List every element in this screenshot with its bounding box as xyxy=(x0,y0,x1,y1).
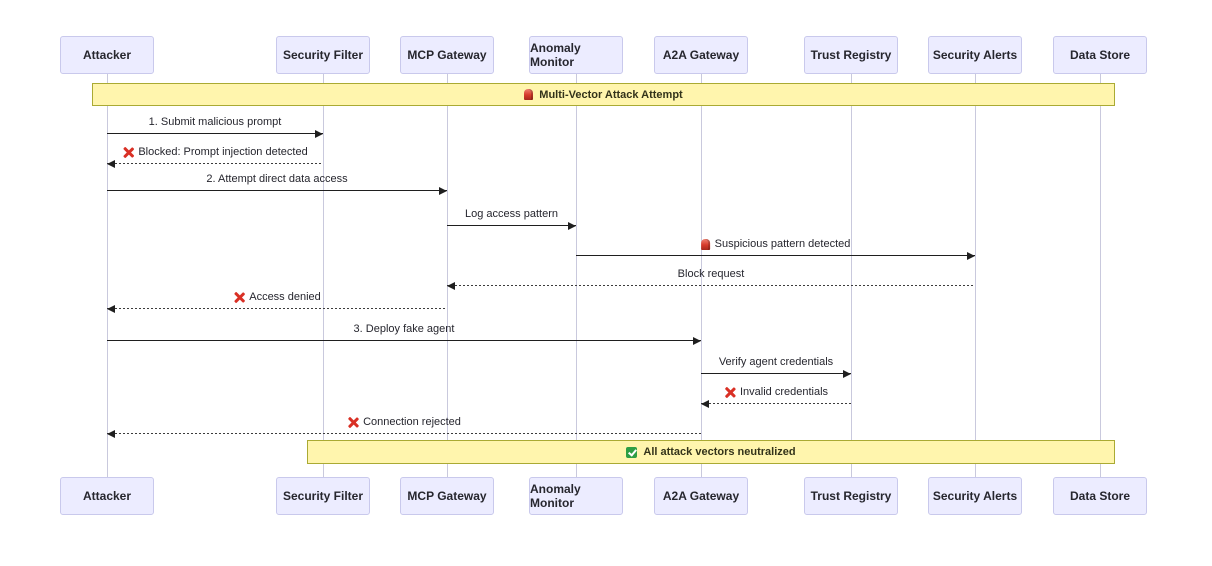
actor-bottom-mcp-gateway: MCP Gateway xyxy=(400,477,494,515)
label-text: Block request xyxy=(677,268,745,280)
lifeline-mcp-gateway xyxy=(446,74,448,477)
actor-top-data-store: Data Store xyxy=(1053,36,1147,74)
message-arrow-7 xyxy=(107,340,701,341)
actor-top-mcp-gateway: MCP Gateway xyxy=(400,36,494,74)
message-label-2: 2. Attempt direct data access xyxy=(206,173,347,186)
message-arrowhead-3 xyxy=(568,221,576,230)
label-text: Security Alerts xyxy=(932,489,1018,503)
lifeline-data-store xyxy=(1099,74,1101,477)
actor-top-trust-registry: Trust Registry xyxy=(804,36,898,74)
lifeline-attacker xyxy=(106,74,108,477)
label-text: Verify agent credentials xyxy=(718,356,834,368)
note-banner-0: Multi-Vector Attack Attempt xyxy=(92,83,1115,106)
actor-bottom-trust-registry: Trust Registry xyxy=(804,477,898,515)
label-text: Trust Registry xyxy=(810,489,892,503)
note-banner-1: All attack vectors neutralized xyxy=(307,440,1115,464)
siren-icon xyxy=(700,239,710,250)
message-arrow-0 xyxy=(107,133,323,134)
actor-top-attacker: Attacker xyxy=(60,36,154,74)
lifeline-trust-registry xyxy=(850,74,852,477)
message-arrowhead-5 xyxy=(447,281,455,290)
message-arrowhead-6 xyxy=(107,304,115,313)
actor-top-anomaly-monitor: Anomaly Monitor xyxy=(529,36,623,74)
actor-bottom-security-alerts: Security Alerts xyxy=(928,477,1022,515)
actor-bottom-data-store: Data Store xyxy=(1053,477,1147,515)
label-text: Security Filter xyxy=(282,48,364,62)
label-text: Anomaly Monitor xyxy=(530,482,581,510)
message-arrowhead-2 xyxy=(439,186,447,195)
message-label-6: Access denied xyxy=(233,291,321,304)
label-text: Connection rejected xyxy=(363,416,461,428)
label-text: Attacker xyxy=(82,489,132,503)
label-text: Trust Registry xyxy=(810,48,892,62)
label-text: Anomaly Monitor xyxy=(530,41,581,69)
message-label-4: Suspicious pattern detected xyxy=(700,238,851,251)
label-text: Data Store xyxy=(1069,48,1131,62)
lifeline-anomaly-monitor xyxy=(575,74,577,477)
label-text: MCP Gateway xyxy=(407,48,487,62)
message-label-5: Block request xyxy=(678,268,745,281)
message-arrow-2 xyxy=(107,190,447,191)
message-arrowhead-1 xyxy=(107,159,115,168)
label-text: Blocked: Prompt injection detected xyxy=(138,146,308,158)
actor-top-a2a-gateway: A2A Gateway xyxy=(654,36,748,74)
label-text: 2. Attempt direct data access xyxy=(206,173,348,185)
actor-top-security-filter: Security Filter xyxy=(276,36,370,74)
siren-icon xyxy=(524,89,534,100)
label-text: All attack vectors neutralized xyxy=(643,446,796,458)
lifeline-a2a-gateway xyxy=(700,74,702,477)
label-text: 3. Deploy fake agent xyxy=(353,323,455,335)
message-label-3: Log access pattern xyxy=(465,208,558,221)
message-arrowhead-4 xyxy=(967,251,975,260)
actor-bottom-a2a-gateway: A2A Gateway xyxy=(654,477,748,515)
label-text: Log access pattern xyxy=(465,208,558,220)
message-label-9: Invalid credentials xyxy=(724,386,828,399)
label-text: Suspicious pattern detected xyxy=(714,238,851,250)
message-label-7: 3. Deploy fake agent xyxy=(354,323,455,336)
message-arrow-6 xyxy=(107,308,447,309)
actor-top-security-alerts: Security Alerts xyxy=(928,36,1022,74)
message-arrowhead-8 xyxy=(843,369,851,378)
cross-icon xyxy=(233,292,244,303)
message-arrow-10 xyxy=(107,433,701,434)
label-text: Invalid credentials xyxy=(739,386,829,398)
cross-icon xyxy=(122,147,133,158)
cross-icon xyxy=(724,387,735,398)
message-arrowhead-0 xyxy=(315,129,323,138)
label-text: Access denied xyxy=(249,291,321,303)
message-arrowhead-10 xyxy=(107,429,115,438)
message-arrow-1 xyxy=(107,163,323,164)
label-text: Security Filter xyxy=(282,489,364,503)
message-arrowhead-9 xyxy=(701,399,709,408)
message-arrow-3 xyxy=(447,225,576,226)
label-text: Attacker xyxy=(82,48,132,62)
label-text: Multi-Vector Attack Attempt xyxy=(539,88,683,101)
lifeline-security-alerts xyxy=(974,74,976,477)
label-text: MCP Gateway xyxy=(407,489,487,503)
message-arrow-4 xyxy=(576,255,975,256)
label-text: 1. Submit malicious prompt xyxy=(148,116,282,128)
message-arrowhead-7 xyxy=(693,336,701,345)
actor-bottom-attacker: Attacker xyxy=(60,477,154,515)
message-label-10: Connection rejected xyxy=(347,416,461,429)
message-label-1: Blocked: Prompt injection detected xyxy=(122,146,307,159)
label-text: A2A Gateway xyxy=(662,489,740,503)
message-arrow-9 xyxy=(701,403,851,404)
actor-bottom-security-filter: Security Filter xyxy=(276,477,370,515)
message-label-8: Verify agent credentials xyxy=(719,356,833,369)
label-text: Data Store xyxy=(1069,489,1131,503)
message-arrow-5 xyxy=(447,285,975,286)
actor-bottom-anomaly-monitor: Anomaly Monitor xyxy=(529,477,623,515)
lifeline-security-filter xyxy=(322,74,324,477)
cross-icon xyxy=(347,417,358,428)
label-text: Security Alerts xyxy=(932,48,1018,62)
message-label-0: 1. Submit malicious prompt xyxy=(149,116,282,129)
message-arrow-8 xyxy=(701,373,851,374)
label-text: A2A Gateway xyxy=(662,48,740,62)
check-icon xyxy=(626,446,638,458)
